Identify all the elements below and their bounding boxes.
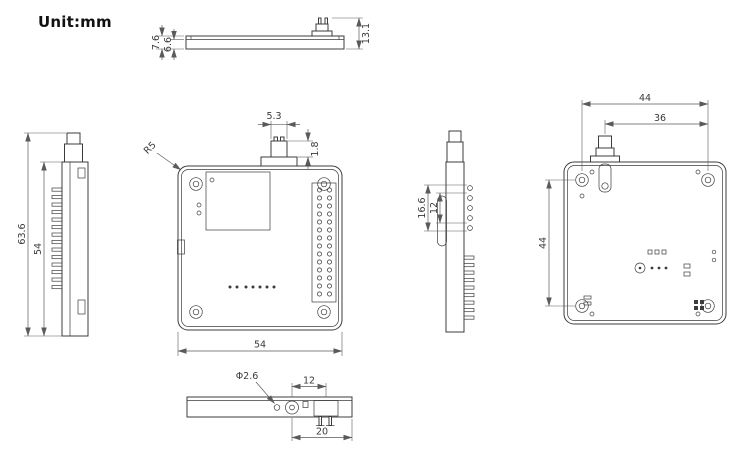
test-pads [228, 285, 276, 289]
dim-hole-pitch-x: 44 [639, 93, 651, 104]
antenna-connector-icon [590, 135, 620, 193]
antenna-connector-icon [311, 17, 333, 37]
mounting-holes [575, 169, 715, 317]
pcb-components [583, 249, 717, 310]
view-front: 5.3 1.8 R5 54 [142, 111, 343, 356]
module-body-top-edge [185, 35, 345, 50]
antenna-tip [66, 132, 81, 145]
dim-connector-to-hole: 36 [654, 113, 666, 124]
dim-total-height: 63.6 [17, 223, 28, 244]
dim-feature-offset: 12 [303, 376, 315, 387]
bottom-connector [313, 400, 339, 426]
antenna-connector-icon [260, 136, 298, 167]
antenna-base [446, 141, 464, 163]
view-bottom-edge: Φ2.6 12 20 [186, 371, 353, 441]
unit-label: Unit:mm [38, 13, 112, 31]
round-connector [285, 400, 299, 415]
dim-pad-span: 16.6 [417, 197, 428, 218]
dim-body-height: 54 [33, 243, 44, 255]
view-right-side: 16.6 12 [417, 130, 475, 333]
module-outline-back [563, 161, 727, 325]
pin-header-icon [51, 187, 63, 290]
dim-body-width: 54 [254, 340, 266, 351]
io-header [311, 182, 337, 303]
module-body-bottom-edge [186, 396, 353, 418]
small-hole [273, 404, 281, 411]
view-top-edge: 7.6 6.6 13.1 [151, 17, 372, 60]
dim-total-thickness: 7.6 [151, 35, 162, 50]
antenna-tip [448, 130, 462, 143]
dim-pad-pitch-span: 12 [429, 202, 440, 214]
pin-header-icon [463, 255, 475, 320]
dim-body-thickness: 6.6 [163, 37, 174, 52]
view-back: 44 36 44 [538, 93, 727, 325]
view-left-side: 63.6 54 [17, 132, 89, 337]
module-body-left-side [61, 161, 89, 337]
edge-connector [177, 239, 185, 255]
shield-can [205, 171, 271, 231]
dim-corner-radius: R5 [142, 140, 159, 157]
dim-feature-span: 20 [316, 427, 328, 438]
dim-hole-pitch-y: 44 [538, 237, 549, 249]
dim-connector-height: 1.8 [310, 141, 321, 156]
dim-connector-width: 5.3 [266, 111, 281, 122]
dim-hole-diameter: Φ2.6 [236, 371, 259, 382]
antenna-base [64, 143, 83, 163]
module-body-right-side [445, 161, 465, 333]
solder-pads [467, 185, 473, 231]
module-outline-front [177, 165, 343, 331]
dim-height-with-connector: 13.1 [361, 23, 372, 44]
